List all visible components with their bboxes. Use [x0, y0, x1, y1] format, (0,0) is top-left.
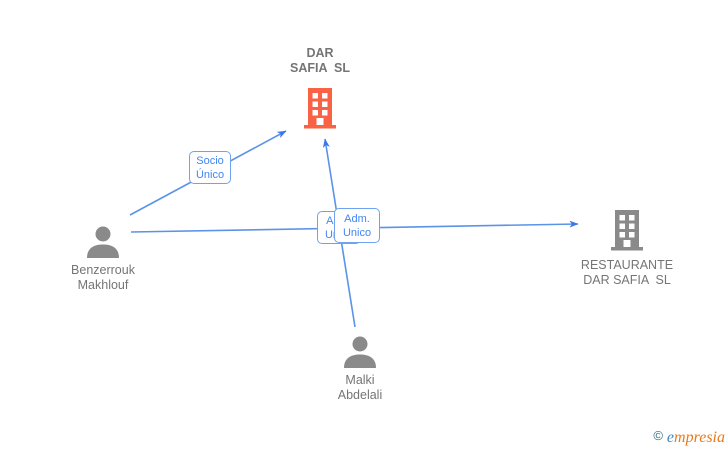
person-icon [87, 226, 119, 258]
node-benzerrouk[interactable]: Benzerrouk Makhlouf [33, 226, 173, 293]
node-malki[interactable]: Malki Abdelali [290, 336, 430, 403]
person-name-line: Makhlouf [77, 278, 129, 292]
company-name-line: DAR SAFIA SL [583, 273, 671, 287]
edge-label-line: Adm. [344, 212, 370, 225]
copyright-symbol: © [653, 428, 663, 443]
company-name-line: SAFIA SL [290, 61, 350, 75]
person-name-line: Benzerrouk [71, 263, 135, 277]
node-dar-safia-title[interactable]: DAR SAFIA SL [250, 46, 390, 76]
company-name-line: DAR [306, 46, 334, 60]
person-icon [344, 336, 376, 368]
empresia-logo[interactable]: ©empresia [653, 428, 725, 447]
edge-label-line: Único [195, 168, 225, 181]
company-name-line: RESTAURANTE [580, 258, 674, 272]
edge-label-socio-unico: Socio Único [189, 151, 231, 184]
person-name-line: Abdelali [337, 388, 383, 402]
company-building-icon [304, 88, 336, 129]
person-name-line: Malki [345, 373, 375, 387]
edge-label-line: Socio [196, 154, 224, 167]
logo-brand-rest: mpresia [674, 429, 725, 446]
edge-label-line: Unico [342, 226, 372, 239]
logo-brand-first-letter: e [666, 429, 675, 446]
node-dar-safia[interactable] [301, 86, 339, 130]
edge-label-adm-unico-dar-safia: Adm. Unico [334, 208, 380, 243]
node-restaurante[interactable]: RESTAURANTE DAR SAFIA SL [557, 208, 697, 288]
company-building-icon [611, 210, 643, 251]
